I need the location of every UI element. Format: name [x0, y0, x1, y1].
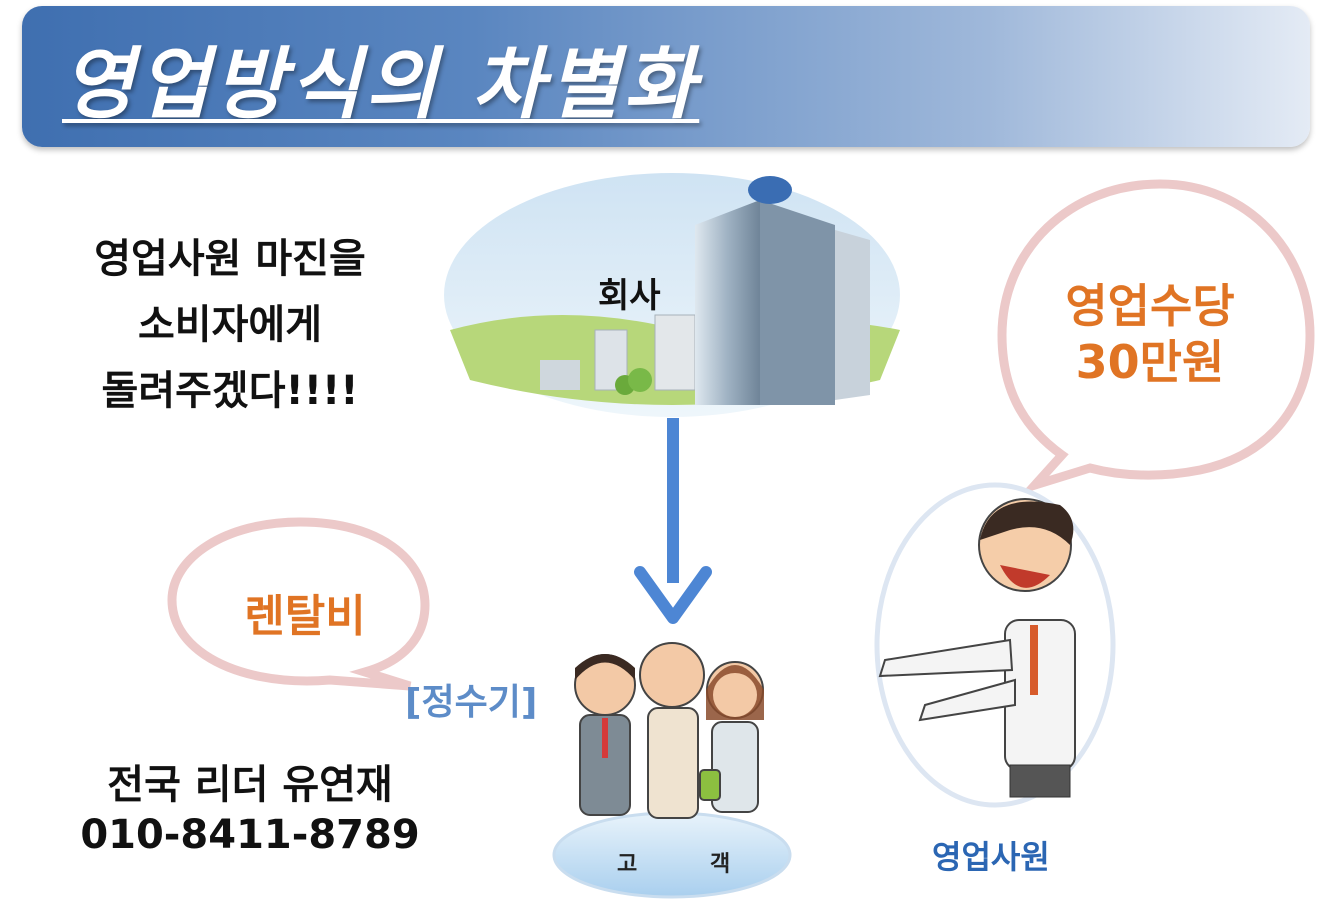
sales-allowance-text: 영업수당 30만원 — [1030, 278, 1270, 390]
sales-allowance-speech-bubble — [997, 179, 1315, 495]
company-building-illustration — [444, 173, 900, 417]
slogan-line-1: 영업사원 마진을 — [94, 236, 366, 282]
water-purifier-label: [정수기] — [405, 682, 538, 723]
allowance-line-1: 영업수당 — [1065, 279, 1235, 333]
slogan-text: 영업사원 마진을 소비자에게 돌려주겠다!!!! — [40, 226, 420, 424]
contact-phone: 010-8411-8789 — [80, 812, 420, 858]
contact-name: 전국 리더 유연재 — [107, 762, 393, 808]
contact-info: 전국 리더 유연재 010-8411-8789 — [60, 760, 440, 860]
slogan-line-2: 소비자에게 — [138, 302, 322, 348]
allowance-line-2: 30만원 — [1075, 335, 1225, 389]
customer-label-char-1: 고 — [617, 852, 638, 877]
title-bar — [22, 6, 1310, 147]
rental-fee-speech-bubble — [167, 517, 430, 691]
page-title: 영업방식의 차별화 — [62, 40, 700, 130]
customer-label-char-2: 객 — [710, 852, 731, 877]
rental-fee-label: 렌탈비 — [244, 591, 366, 642]
salesman-illustration — [874, 482, 1116, 808]
salesman-label: 영업사원 — [932, 838, 1050, 876]
slogan-line-3: 돌려주겠다!!!! — [101, 368, 359, 414]
company-label: 회사 — [598, 276, 661, 316]
customer-group-illustration — [552, 642, 792, 899]
down-arrow — [634, 418, 712, 624]
